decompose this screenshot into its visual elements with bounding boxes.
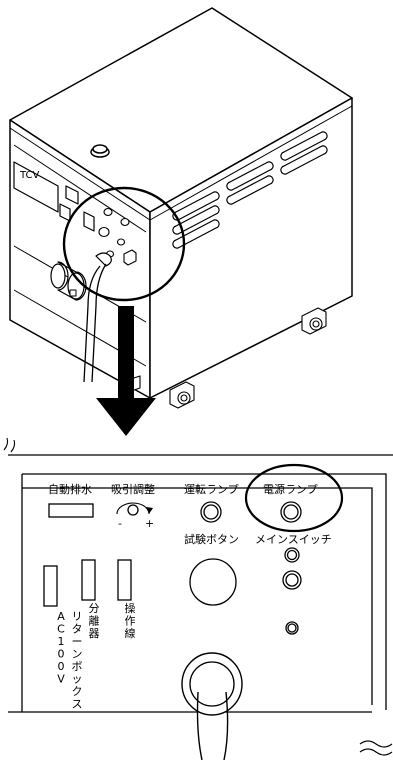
operation-line-socket <box>117 559 132 601</box>
label-knob-plus: + <box>145 517 154 530</box>
vertical-char: リ <box>72 610 83 623</box>
break-mark-right <box>359 740 393 756</box>
vertical-char: C <box>57 623 65 636</box>
vertical-char: ス <box>72 698 83 711</box>
top-cap <box>90 144 110 158</box>
label-main-switch: メインスイッチ <box>255 533 332 546</box>
cable-grommet <box>181 652 243 716</box>
highlight-circle-power-lamp <box>244 463 344 533</box>
power-cord <box>83 265 101 383</box>
label-power-lamp: 電源ランプ <box>263 482 318 496</box>
vlabel-separator: 分離器 <box>89 602 100 640</box>
cable <box>196 691 229 760</box>
suction-adjust-knob <box>116 502 153 516</box>
break-mark-left <box>3 437 16 453</box>
label-suction-adjust: 吸引調整 <box>111 482 155 496</box>
vertical-char: ク <box>72 685 83 698</box>
vertical-char: ー <box>72 635 83 648</box>
label-auto-drain: 自動排水 <box>48 482 92 496</box>
vertical-char: A <box>57 610 65 623</box>
panel-detail <box>3 437 393 760</box>
caster-front <box>169 381 195 409</box>
display-window <box>13 161 59 213</box>
vertical-char: 作 <box>125 615 136 628</box>
vertical-char: 操 <box>125 601 136 615</box>
machine-illustration <box>9 7 353 409</box>
vertical-char: タ <box>72 623 83 636</box>
power-lamp <box>280 501 302 523</box>
separator-socket <box>81 559 96 601</box>
display-text-tcv: TCV <box>19 170 40 181</box>
front-square-button-3 <box>83 211 95 232</box>
vertical-char: ッ <box>72 673 83 686</box>
caster-right <box>301 307 327 335</box>
main-switch-group <box>282 547 302 635</box>
label-test-button: 試験ボタン <box>184 532 239 546</box>
down-arrow <box>96 306 156 436</box>
vertical-char: ン <box>72 648 83 661</box>
vertical-char: ボ <box>72 660 83 673</box>
vertical-char: V <box>57 673 65 686</box>
front-square-button-1 <box>65 185 79 205</box>
vertical-char: 0 <box>58 660 65 673</box>
test-button <box>189 558 237 606</box>
side-vents <box>172 131 328 249</box>
vertical-char: 1 <box>58 635 65 648</box>
return-box-socket <box>43 565 58 607</box>
vertical-char: 離 <box>89 614 100 628</box>
vlabel-operation-line: 操作線 <box>125 601 136 640</box>
vertical-char: 器 <box>89 627 100 640</box>
vertical-char: 線 <box>125 626 136 640</box>
run-lamp <box>200 501 222 523</box>
highlight-circle-machine <box>62 186 186 302</box>
machine-right-face <box>149 97 353 399</box>
label-run-lamp: 運転ランプ <box>184 483 239 496</box>
vertical-char: 分 <box>89 602 100 615</box>
auto-drain-slot <box>48 503 94 518</box>
vertical-char: 0 <box>58 648 65 661</box>
label-knob-minus: - <box>118 517 122 530</box>
